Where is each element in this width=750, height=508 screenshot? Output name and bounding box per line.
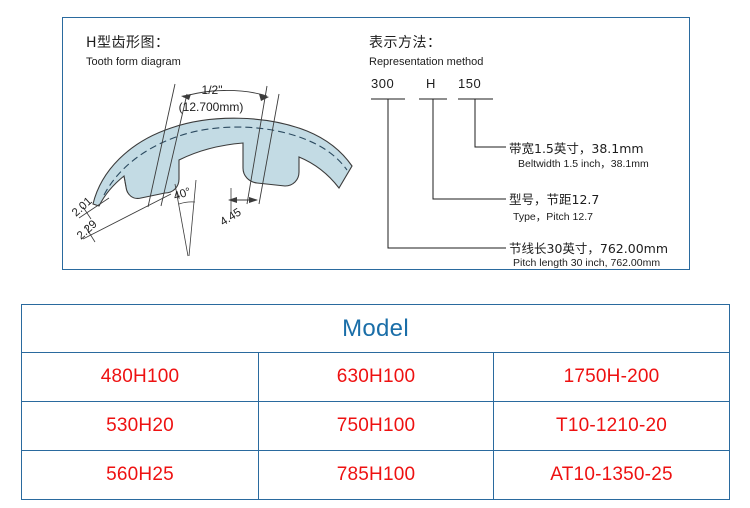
model-cell: 560H25 — [21, 450, 259, 500]
angle-arc — [178, 201, 196, 205]
tooth-diagram-title-en: Tooth form diagram — [86, 56, 181, 68]
pitch-arrow-right — [259, 94, 269, 101]
tooth-width-label: 4.45 — [218, 207, 243, 229]
legend-pitchlength-en: Pitch length 30 inch, 762.00mm — [513, 257, 661, 269]
leader-pitchlength — [387, 99, 506, 249]
dim-229-leader — [82, 193, 172, 240]
model-cell: 480H100 — [21, 352, 259, 402]
pitch-ext-line-right2 — [258, 93, 280, 205]
pitch-arrow-left — [181, 94, 191, 100]
representation-method-section: 表示方法： Representation method 300 H 150 带宽… — [363, 18, 691, 269]
pitch-ext-line-left — [147, 83, 176, 208]
pitch-ext-line-right — [246, 85, 268, 205]
leader-type — [432, 99, 506, 200]
leader-lines-svg — [371, 98, 506, 249]
representation-title-cn: 表示方法： — [369, 35, 442, 51]
dim-229-tick1 — [84, 225, 96, 243]
code-length-value: 300 — [371, 76, 395, 91]
legend-beltwidth-cn: 带宽1.5英寸，38.1mm — [509, 141, 644, 156]
legend-beltwidth-en: Beltwidth 1.5 inch，38.1mm — [518, 158, 649, 170]
model-cell: 750H100 — [258, 401, 494, 451]
legend-type-cn: 型号，节距12.7 — [509, 192, 600, 207]
leader-beltwidth — [474, 99, 506, 148]
pitch-dimension-arc — [182, 90, 268, 98]
model-cell: 785H100 — [258, 450, 494, 500]
belt-body-shape — [92, 117, 353, 207]
legend-pitchlength-cn: 节线长30英寸，762.00mm — [509, 241, 668, 256]
code-width-value: 150 — [458, 76, 482, 91]
model-cell: 630H100 — [258, 352, 494, 402]
model-table: Model 480H100 630H100 1750H-200 530H20 7… — [20, 304, 731, 500]
dim-201-leader — [78, 197, 110, 219]
representation-code-diagram: 300 H 150 带宽1.5英寸，38.1mm Beltwidth 1.5 i… — [363, 76, 691, 269]
pitch-mm-label: (12.700mm) — [179, 100, 244, 114]
model-cell: T10-1210-20 — [492, 401, 731, 451]
legend-type-en: Type，Pitch 12.7 — [513, 211, 593, 223]
model-cell: AT10-1350-25 — [492, 450, 731, 500]
tooth-form-diagram-section: H型齿形图： Tooth form diagram 1/2" (12.700mm… — [63, 18, 363, 269]
belt-inner-edge — [123, 175, 127, 188]
model-cell: 1750H-200 — [492, 352, 731, 402]
dim-201-tick1 — [82, 206, 92, 220]
table-row: 480H100 630H100 1750H-200 — [21, 352, 731, 402]
pitch-line — [103, 126, 348, 196]
pitch-inch-label: 1/2" — [202, 83, 223, 97]
table-header-row: Model — [20, 304, 731, 353]
tooth-angle-label: 40° — [172, 186, 192, 203]
dim-445-arrow-left — [228, 197, 237, 203]
tooth-diagram-title-cn: H型齿形图： — [86, 35, 170, 51]
code-type-value: H — [426, 76, 436, 91]
representation-title-en: Representation method — [369, 56, 484, 68]
angle-line-right — [188, 179, 197, 257]
table-row: 530H20 750H100 T10-1210-20 — [21, 401, 731, 451]
angle-line-left — [174, 183, 189, 257]
belt-thickness-label: 2.29 — [75, 218, 100, 242]
model-table-header: Model — [20, 304, 731, 353]
specification-panel: H型齿形图： Tooth form diagram 1/2" (12.700mm… — [62, 17, 690, 270]
pitch-ext-line-left2 — [160, 93, 188, 207]
tooth-profile-drawing: 1/2" (12.700mm) 40° 2.01 2.29 4.45 — [71, 83, 353, 257]
model-cell: 530H20 — [21, 401, 259, 451]
table-row: 560H25 785H100 AT10-1350-25 — [21, 450, 731, 500]
dim-445-arrow-right — [249, 197, 258, 203]
